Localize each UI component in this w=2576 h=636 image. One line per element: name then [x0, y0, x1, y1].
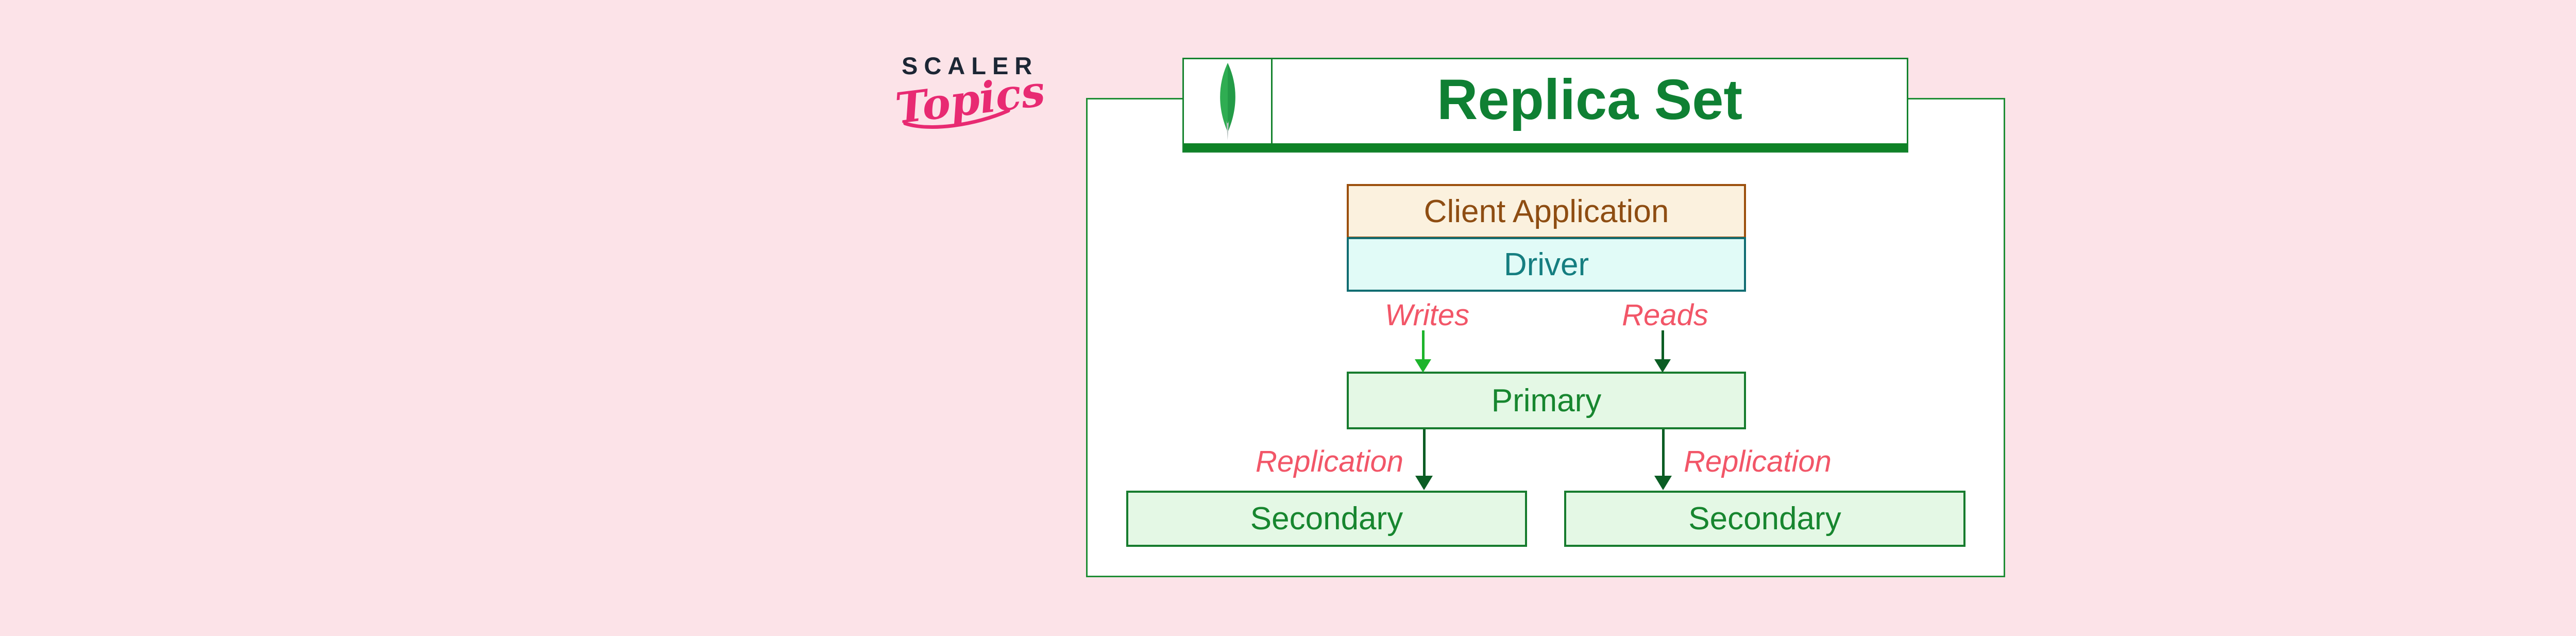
node-secondary-right-label: Secondary [1688, 501, 1841, 537]
diagram-title: Replica Set [1436, 68, 1743, 131]
replication-right-arrow-head-icon [1654, 476, 1672, 490]
node-secondary-right: Secondary [1564, 491, 1965, 547]
header-row: Replica Set [1184, 59, 1907, 143]
replication-left-arrow-head-icon [1415, 476, 1433, 490]
node-client-application-label: Client Application [1423, 193, 1669, 229]
mongodb-leaf-cell [1184, 59, 1273, 143]
header-underline [1184, 143, 1907, 151]
replica-set-header: Replica Set [1182, 58, 1908, 153]
node-secondary-left-label: Secondary [1250, 501, 1403, 537]
replication-left-arrow-shaft [1423, 429, 1426, 477]
node-driver-label: Driver [1503, 246, 1589, 282]
edge-label-writes: Writes [1384, 298, 1470, 332]
scaler-brand-text: SCALER [902, 52, 1039, 79]
writes-arrow-shaft [1422, 330, 1425, 360]
node-secondary-left: Secondary [1126, 491, 1527, 547]
writes-arrow-head-icon [1415, 359, 1431, 373]
edge-label-reads: Reads [1622, 298, 1708, 332]
node-driver: Driver [1347, 237, 1746, 292]
node-client-application: Client Application [1347, 184, 1746, 239]
edge-label-replication-left: Replication [1256, 445, 1403, 478]
node-primary: Primary [1347, 372, 1746, 429]
replication-right-arrow-shaft [1662, 429, 1665, 477]
edge-label-replication-right: Replication [1684, 445, 1832, 478]
reads-arrow-shaft [1662, 330, 1664, 360]
topics-swash [903, 109, 1010, 129]
mongodb-leaf-icon [1219, 62, 1235, 140]
header-title-cell: Replica Set [1273, 59, 1907, 143]
reads-arrow-head-icon [1654, 359, 1671, 373]
node-primary-label: Primary [1491, 382, 1602, 419]
scaler-topics-logo: SCALER Topics [893, 52, 1047, 133]
